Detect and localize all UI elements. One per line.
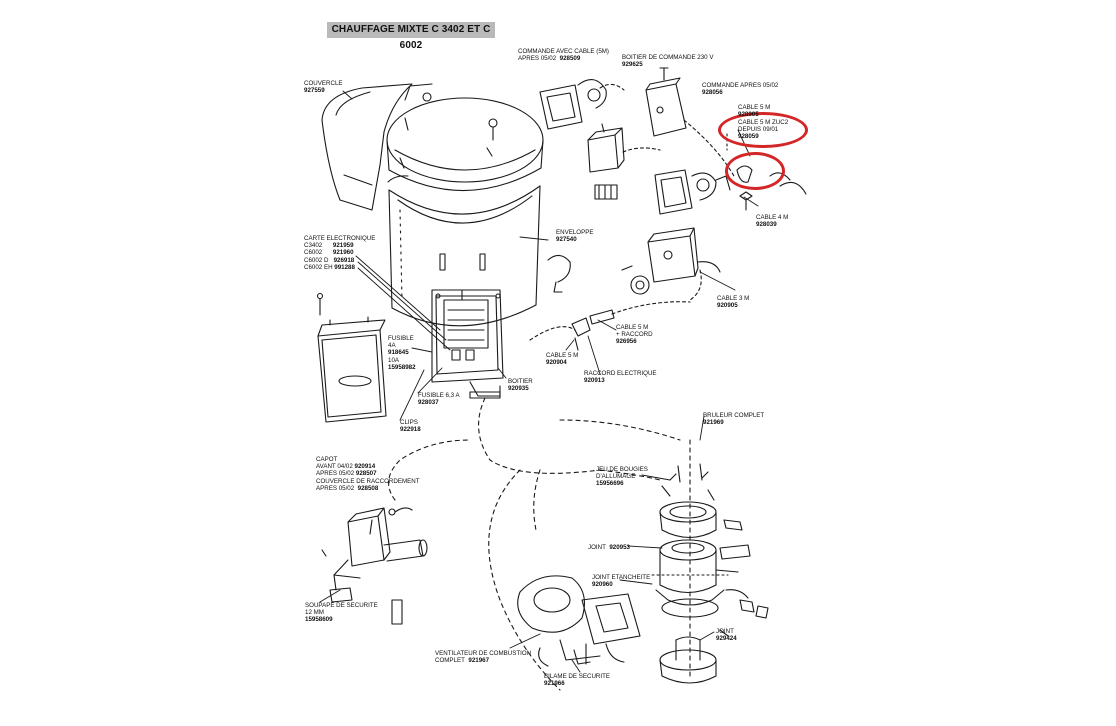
label-cable5m-mid: CABLE 5 M 920904 <box>546 352 579 367</box>
label-jeu-bougies: JEU DE BOUGIES D'ALLUMAGE 15956696 <box>596 466 648 488</box>
label-soupape: SOUPAPE DE SECURITE 12 MM 15958609 <box>305 602 378 624</box>
label-ventilateur: VENTILATEUR DE COMBUSTION COMPLET 921967 <box>435 650 532 665</box>
control-box <box>431 289 504 399</box>
label-bilame: BILAME DE SECURITE 921966 <box>544 673 611 688</box>
label-raccord-electrique: RACCORD ELECTRIQUE 920913 <box>584 370 657 385</box>
label-carte-electronique: CARTE ELECTRONIQUE C3402 921959 C6002 92… <box>304 235 376 271</box>
label-bruleur: BRULEUR COMPLET 921969 <box>703 412 765 427</box>
burner <box>651 439 769 684</box>
label-couvercle: COUVERCLE 927559 <box>304 80 343 95</box>
diagram-title: CHAUFFAGE MIXTE C 3402 ET C 6002 <box>331 24 491 51</box>
label-fusible-6-3a: FUSIBLE 6,3 A 928037 <box>418 392 460 407</box>
label-fusible-4a: FUSIBLE 4A 918645 10A 15958982 <box>388 335 416 371</box>
label-joint-etancheite: JOINT ETANCHEITE 920960 <box>592 574 651 589</box>
front-cover <box>316 292 387 423</box>
safety-valve <box>321 507 428 625</box>
label-cable3m: CABLE 3 M 920905 <box>717 295 750 310</box>
label-capot: CAPOT AVANT 04/02 920914 APRES 05/02 928… <box>316 456 420 492</box>
label-cable5m-top: CABLE 5 M 928905 <box>738 104 771 119</box>
label-boitier: BOITIER 920935 <box>508 378 533 393</box>
label-cable5m-raccord: CABLE 5 M + RACCORD 926956 <box>616 324 653 346</box>
label-clips: CLIPS 922918 <box>400 419 421 434</box>
title-banner <box>327 22 495 38</box>
tank-body <box>387 175 541 327</box>
leader-lines <box>319 90 759 673</box>
thermostat-box <box>529 227 721 351</box>
combustion-fan <box>517 575 641 667</box>
label-commande-cable: COMMANDE AVEC CABLE (5M) APRES 05/02 928… <box>518 48 609 63</box>
label-enveloppe: ENVELOPPE 927540 <box>556 229 594 244</box>
cable-routes <box>388 397 681 691</box>
highlight-cable-zuc2-label <box>718 112 808 148</box>
label-commande-apres: COMMANDE APRES 05/02 928056 <box>702 82 779 97</box>
highlight-cable-zuc2-part <box>725 152 785 190</box>
label-joint-1: JOINT 920953 <box>588 544 630 551</box>
label-cable4m: CABLE 4 M 928039 <box>756 214 789 229</box>
lid-cover <box>321 83 544 211</box>
label-boitier-commande: BOITIER DE COMMANDE 230 V 929625 <box>622 54 714 69</box>
label-cable5m-zuc2: CABLE 5 M ZUC2 DEPUIS 09/01 928059 <box>738 119 789 141</box>
label-joint-2: JOINT 929424 <box>716 628 737 643</box>
